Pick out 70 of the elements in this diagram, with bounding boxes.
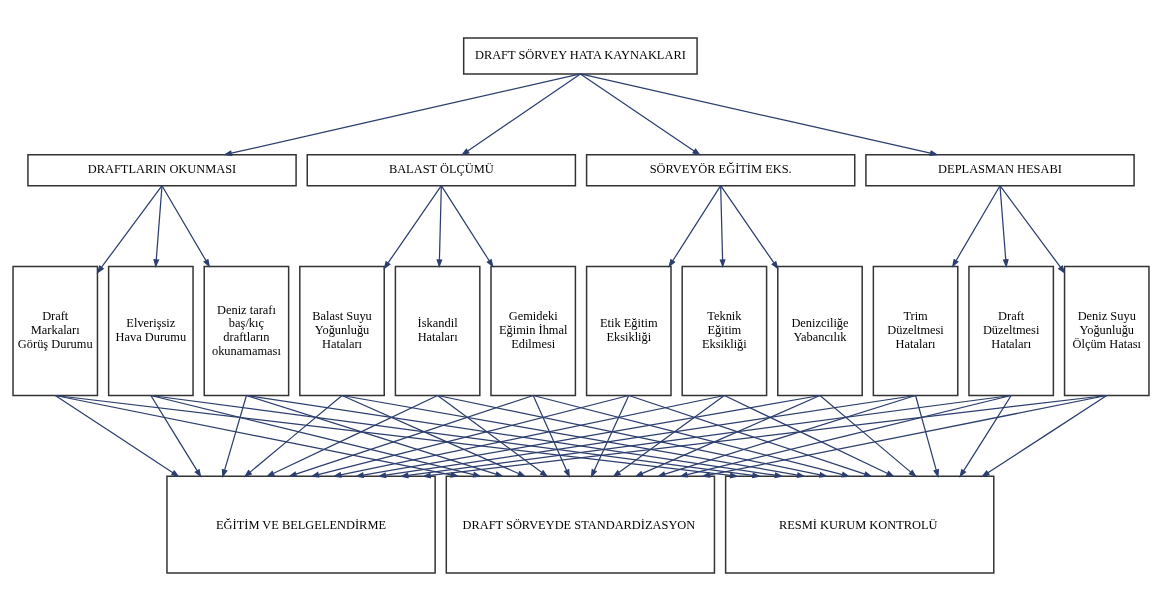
arrow	[579, 72, 939, 156]
arrow	[999, 184, 1009, 268]
arrow	[310, 394, 630, 477]
arrow	[590, 394, 630, 478]
arrow	[723, 394, 895, 477]
node-box: DRAFT SÖRVEYDE STANDARDİZASYON	[445, 474, 716, 574]
arrow	[422, 394, 1108, 478]
node-box: Trim Düzeltmesi Hataları	[872, 265, 959, 396]
arrow	[532, 394, 851, 477]
arrow	[223, 72, 581, 156]
node-box: DRAFTLARIN OKUNMASI	[27, 153, 297, 186]
arrow	[914, 394, 940, 478]
arrow	[628, 394, 873, 477]
arrow	[332, 394, 725, 478]
arrow	[54, 394, 739, 478]
arrow	[161, 184, 211, 268]
arrow	[959, 394, 1012, 478]
arrow	[153, 184, 163, 268]
node-box: Denizciliğe Yabancılık	[777, 265, 863, 396]
arrow	[999, 184, 1066, 274]
node-box: SÖRVEYÖR EĞİTİM EKS.	[585, 153, 856, 186]
arrow	[532, 394, 570, 478]
arrow	[243, 394, 343, 477]
arrow	[245, 394, 504, 477]
arrow	[819, 394, 917, 477]
arrow	[981, 394, 1108, 477]
arrow	[701, 394, 1108, 478]
arrow	[951, 184, 1001, 268]
arrow	[579, 72, 701, 156]
arrow	[612, 394, 725, 477]
arrow	[460, 72, 581, 156]
arrow	[150, 394, 482, 478]
arrow	[383, 184, 442, 270]
node-box: Deniz Suyu Yoğunluğu Ölçüm Hatası	[1063, 265, 1150, 396]
arrow	[437, 394, 549, 477]
arrow	[440, 184, 494, 268]
arrow	[656, 394, 917, 477]
arrow	[720, 184, 779, 270]
arrow	[634, 394, 821, 477]
arrow	[150, 394, 202, 478]
arrow	[221, 394, 248, 478]
arrow	[245, 394, 784, 478]
node-box: Gemideki Eğimin İhmal Edilmesi	[490, 265, 577, 396]
arrow	[96, 184, 163, 274]
arrow	[679, 394, 1012, 478]
arrow	[377, 394, 917, 478]
node-box: EĞİTİM VE BELGELENDİRME	[166, 474, 436, 574]
node-box: Draft Markaları Görüş Durumu	[12, 265, 99, 396]
arrow	[668, 184, 722, 268]
arrow	[54, 394, 460, 478]
arrow	[719, 184, 726, 268]
node-box: Deniz tarafı baş/kıç draftların okunamaması	[203, 265, 290, 396]
arrow	[265, 394, 439, 477]
node-box: RESMİ KURUM KONTROLÜ	[724, 474, 995, 574]
node-box: Balast Suyu Yoğunluğu Hataları	[299, 265, 385, 396]
node-box: İskandil Hataları	[394, 265, 481, 396]
node-box: Teknik Eğitim Eksikliği	[681, 265, 768, 396]
node-box: Draft Düzeltmesi Hataları	[968, 265, 1055, 396]
node-box: Etik Eğitim Eksikliği	[585, 265, 672, 396]
node-box: DRAFT SÖRVEY HATA KAYNAKLARI	[462, 36, 698, 75]
node-box: DEPLASMAN HESABI	[865, 153, 1135, 186]
arrow	[288, 394, 534, 477]
arrow	[436, 184, 443, 268]
arrow	[150, 394, 761, 478]
arrow	[341, 394, 527, 477]
arrow	[437, 394, 829, 478]
node-box: BALAST ÖLÇÜMÜ	[306, 153, 577, 186]
arrow	[399, 394, 1012, 478]
node-box: Elverişsiz Hava Durumu	[107, 265, 194, 396]
arrow	[54, 394, 180, 477]
